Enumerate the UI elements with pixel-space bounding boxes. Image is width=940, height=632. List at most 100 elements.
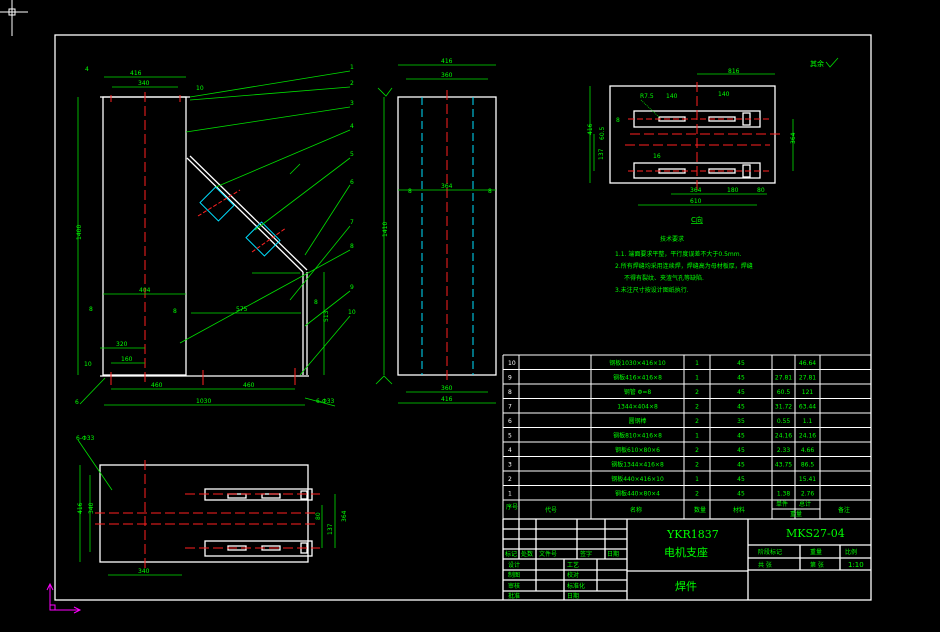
- header-name: 名称: [630, 506, 642, 514]
- table-cell-no: 9: [508, 375, 512, 382]
- rev-header: 签字: [580, 550, 592, 558]
- table-cell-unit: 31.72: [775, 404, 792, 411]
- rev-header: 文件号: [539, 550, 557, 558]
- table-cell-mat: 45: [737, 404, 745, 411]
- leader-number: 10: [348, 309, 356, 316]
- table-cell-no: 1: [508, 491, 512, 498]
- drawing-frame: [54, 34, 872, 601]
- table-cell-name: 钢板440×80×4: [615, 490, 660, 498]
- weld-mark: 10: [196, 85, 204, 92]
- table-cell-unit: 60.5: [777, 389, 791, 396]
- table-cell-mat: 45: [737, 462, 745, 469]
- table-cell-qty: 2: [695, 404, 699, 411]
- crosshair-cursor-icon: [0, 0, 28, 36]
- table-cell-no: 2: [508, 476, 512, 483]
- front-view: [77, 70, 351, 407]
- dim-side-top-inner: 360: [441, 72, 453, 79]
- table-cell-name: 圆钢棒: [628, 417, 646, 425]
- table-cell-name: 钢管 Φ=8: [624, 388, 652, 396]
- table-cell-qty: 1: [695, 476, 699, 483]
- table-cell-qty: 2: [695, 389, 699, 396]
- tech-line: 2.所有焊缝均采用连续焊，焊缝高为母材板厚，焊缝: [615, 262, 753, 270]
- scale-label: 比例: [845, 548, 857, 556]
- table-cell-mat: 45: [737, 375, 745, 382]
- table-cell-no: 5: [508, 433, 512, 440]
- dim-height: 1400: [76, 225, 83, 240]
- leader-number: 7: [350, 219, 354, 226]
- tech-title: 技术要求: [660, 235, 684, 243]
- dim-right-height: 513: [323, 310, 330, 322]
- table-cell-no: 4: [508, 447, 512, 454]
- table-cell-mat: 45: [737, 447, 745, 454]
- table-cell-name: 钢板416×416×8: [613, 374, 662, 382]
- table-cell-mat: 45: [737, 476, 745, 483]
- dim-top-right3: 137: [327, 523, 334, 535]
- table-cell-total: 1.1: [803, 418, 813, 425]
- table-cell-name: 钢板1030×416×10: [609, 359, 666, 367]
- header-total: 总计: [799, 500, 811, 508]
- table-cell-name: 钢板810×416×8: [613, 432, 662, 440]
- dim-c-slot2: 140: [718, 91, 730, 98]
- dim-top-inner: 340: [138, 80, 150, 87]
- dim-c-height: 416: [587, 123, 594, 135]
- top-view: 6-Φ33 416 340 340 364 80 137: [76, 435, 348, 576]
- rev-header: 日期: [607, 550, 619, 558]
- role-label: 审核: [508, 582, 520, 590]
- role-label: 设计: [508, 561, 520, 569]
- dim-base-length: 1030: [196, 398, 211, 405]
- table-cell-total: 86.5: [801, 462, 815, 469]
- header-qty: 数量: [694, 506, 706, 514]
- weld-mark: 6: [75, 399, 79, 406]
- sheets-label: 共 张: [758, 561, 772, 569]
- table-cell-qty: 2: [695, 462, 699, 469]
- dim-c-gap: 16: [653, 153, 661, 160]
- table-cell-unit: 43.75: [775, 462, 792, 469]
- title-block: [502, 518, 871, 600]
- table-cell-qty: 1: [695, 360, 699, 367]
- part-type: 焊件: [675, 579, 697, 593]
- role-label: 标准化: [567, 582, 585, 590]
- table-cell-total: 121: [802, 389, 814, 396]
- drawing-number: MKS27-04: [786, 527, 845, 540]
- dim-c-right: 364: [790, 132, 797, 144]
- dim-top-length: 340: [138, 568, 150, 575]
- table-cell-qty: 1: [695, 375, 699, 382]
- table-cell-mat: 45: [737, 360, 745, 367]
- table-cell-no: 3: [508, 462, 512, 469]
- rev-header: 标记: [505, 550, 517, 558]
- table-cell-qty: 2: [695, 447, 699, 454]
- table-cell-total: 46.64: [799, 360, 816, 367]
- table-cell-total: 15.41: [799, 476, 816, 483]
- table-cell-name: 钢板1344×416×8: [611, 461, 664, 469]
- table-cell-qty: 1: [695, 433, 699, 440]
- dim-top-right1: 364: [341, 510, 348, 522]
- dim-c-overall: 816: [728, 68, 740, 75]
- leader-number: 3: [350, 100, 354, 107]
- dim-top-outer: 416: [130, 70, 142, 77]
- parts-table-header: 序号 代号 名称 数量 材料 单件 总计 重量 备注: [506, 500, 850, 518]
- header-material: 材料: [733, 506, 745, 514]
- table-cell-total: 4.66: [801, 447, 815, 454]
- leader-number: 6: [350, 179, 354, 186]
- weld-mark: 8: [314, 299, 318, 306]
- roughness-symbol: 其余: [810, 57, 839, 68]
- side-view: 416 360 1410 364 8 8 360 416: [375, 58, 497, 404]
- dim-side-right: 8: [488, 188, 492, 195]
- dim-base-left: 320: [116, 341, 128, 348]
- table-cell-unit: 24.16: [775, 433, 792, 440]
- table-cell-mat: 45: [737, 433, 745, 440]
- table-cell-total: 2.76: [801, 491, 815, 498]
- table-cell-qty: 2: [695, 418, 699, 425]
- weld-mark: 4: [85, 66, 89, 73]
- dim-top-holes: 6-Φ33: [76, 435, 95, 442]
- dim-c-span1: 364: [690, 187, 702, 194]
- table-cell-unit: 27.81: [775, 375, 792, 382]
- dim-c-radius: R7.5: [640, 93, 654, 100]
- dim-c-offset1: 60.5: [599, 126, 606, 140]
- dim-c-span3: 80: [757, 187, 765, 194]
- table-cell-mat: 45: [737, 389, 745, 396]
- weight-label: 重量: [810, 548, 822, 556]
- role-label: 工艺: [567, 561, 579, 569]
